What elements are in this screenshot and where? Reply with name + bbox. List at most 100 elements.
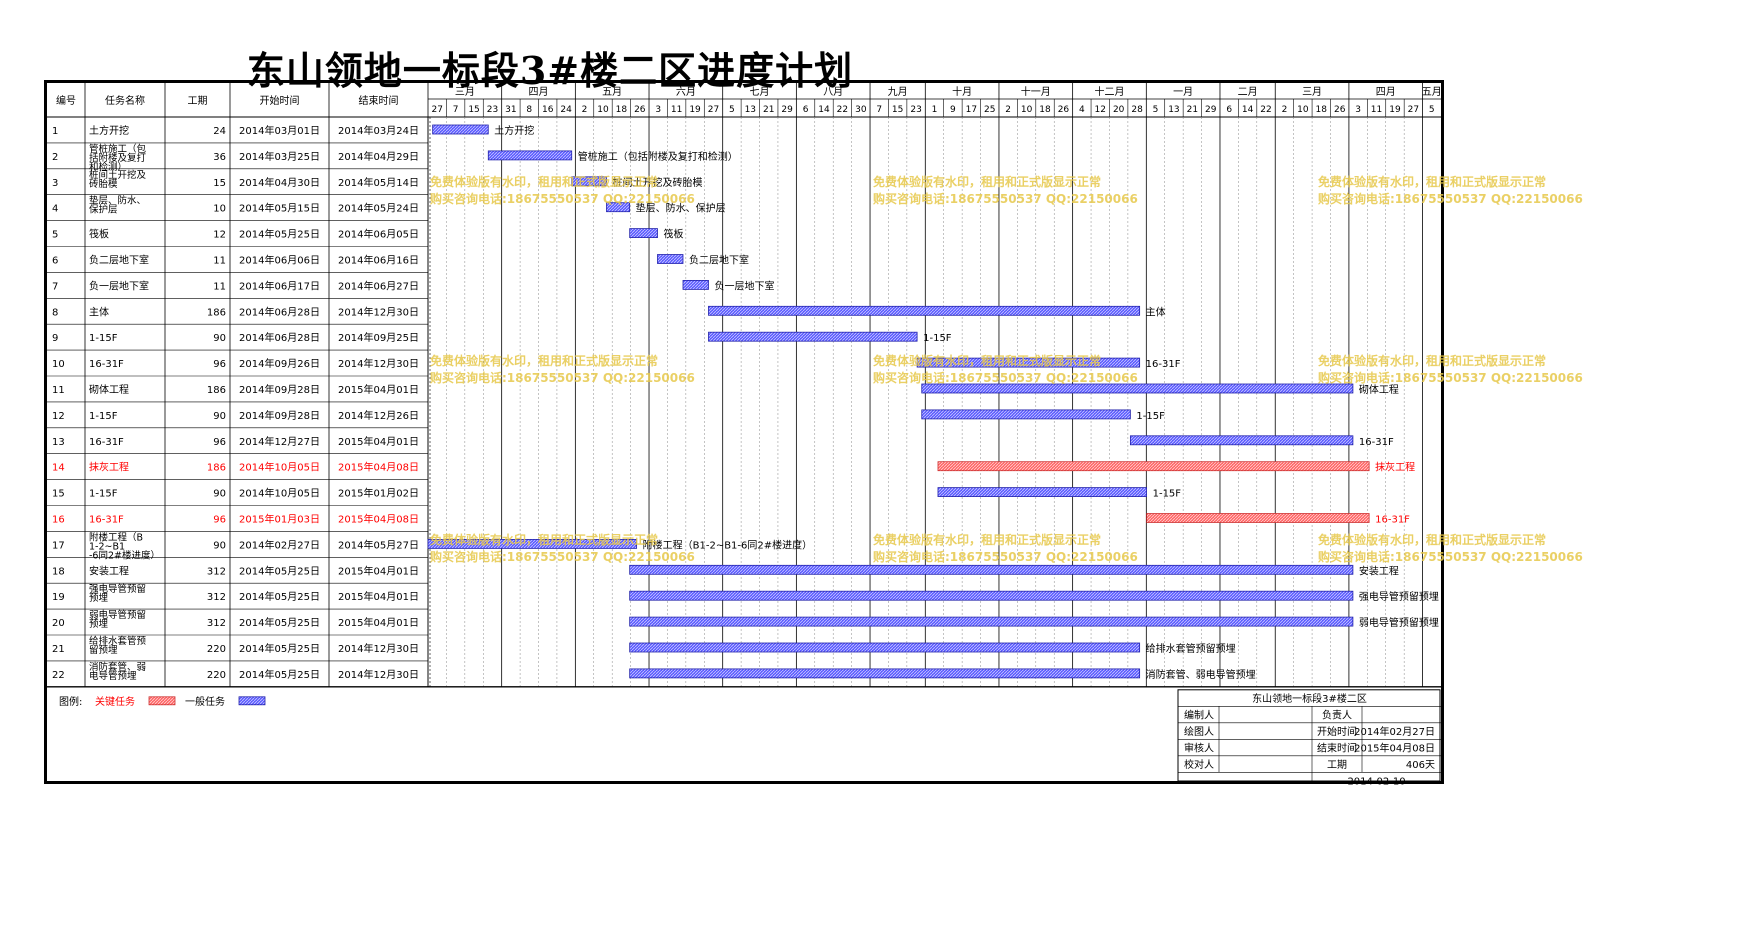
day-tick-label: 11: [671, 105, 682, 115]
task-end: 2014年06月27日: [338, 279, 419, 292]
task-name: 垫层、防水、保护层: [89, 195, 146, 216]
watermark-line2: 购买咨询电话:18675550537 QQ:22150066: [1318, 549, 1583, 564]
gantt-bar-label: 筏板: [663, 228, 683, 241]
gantt-bar-label: 砌体工程: [1359, 384, 1399, 396]
day-tick-label: 8: [526, 105, 532, 115]
gantt-bar-17: [427, 538, 638, 549]
task-duration: 96: [213, 437, 226, 448]
column-header-dur: 工期: [188, 95, 208, 107]
gantt-bar-label: 抹灰工程: [1375, 461, 1415, 474]
watermark-line1: 免费体验版有水印，租用和正式版显示正常: [873, 174, 1101, 189]
watermark-line1: 免费体验版有水印，租用和正式版显示正常: [873, 353, 1101, 368]
gantt-bar-14: [937, 461, 1370, 472]
day-tick-label: 17: [966, 105, 977, 115]
task-name: 桩间土开挖及砖胎模: [89, 169, 147, 190]
task-start: 2014年05月15日: [239, 202, 320, 215]
day-tick-label: 14: [818, 105, 830, 115]
gantt-bar-11: [921, 383, 1354, 394]
task-start: 2014年03月01日: [239, 124, 320, 137]
day-tick-label: 15: [892, 105, 903, 115]
gantt-bar-5: [629, 228, 658, 239]
gantt-bar-10: [916, 357, 1141, 368]
day-tick-label: 19: [1389, 105, 1401, 115]
info-label: 绘图人: [1184, 725, 1214, 738]
info-label: 负责人: [1322, 708, 1352, 721]
task-no: 10: [52, 359, 65, 370]
gantt-bar-8: [708, 305, 1141, 316]
task-end: 2015年01月02日: [338, 487, 419, 500]
day-tick-label: 26: [1058, 105, 1070, 115]
task-duration: 15: [213, 178, 226, 189]
day-tick-label: 18: [1316, 105, 1328, 115]
info-value: 2014年02月27日: [1354, 725, 1435, 738]
gantt-bar-1: [432, 124, 489, 135]
task-start: 2014年05月25日: [239, 590, 320, 603]
task-start: 2014年03月25日: [239, 150, 320, 163]
task-no: 13: [52, 437, 65, 448]
task-duration: 24: [213, 126, 226, 137]
task-no: 2: [52, 152, 58, 163]
task-start: 2014年05月25日: [239, 564, 320, 577]
info-date: 2014-02-10: [1347, 776, 1405, 787]
task-duration: 10: [213, 204, 226, 215]
task-duration: 90: [213, 333, 226, 344]
day-tick-label: 7: [453, 105, 459, 115]
gantt-bar-label: 土方开挖: [494, 124, 534, 137]
day-tick-label: 18: [616, 105, 628, 115]
task-name: 强电导管预留预埋: [89, 583, 146, 604]
task-start: 2014年05月25日: [239, 668, 320, 681]
legend-normal-swatch: [238, 696, 266, 706]
gantt-bar-15: [937, 487, 1148, 498]
task-duration: 312: [207, 592, 226, 603]
day-tick-label: 10: [597, 105, 609, 115]
gantt-bar-label: 管桩施工（包括附楼及复打和检测）: [578, 150, 738, 163]
task-no: 3: [52, 178, 58, 189]
gantt-bar-label: 给排水套管预留预埋: [1146, 642, 1236, 655]
task-start: 2014年04月30日: [239, 176, 320, 189]
task-duration: 186: [207, 463, 226, 474]
task-duration: 312: [207, 566, 226, 577]
day-tick-label: 1: [932, 105, 938, 115]
day-tick-label: 2: [1282, 105, 1288, 115]
day-tick-label: 25: [984, 105, 995, 115]
task-end: 2015年04月01日: [338, 564, 419, 577]
task-no: 22: [52, 670, 65, 681]
task-end: 2015年04月01日: [338, 590, 419, 603]
info-block: [1177, 689, 1441, 782]
task-duration: 312: [207, 618, 226, 629]
task-end: 2014年05月27日: [338, 538, 419, 551]
watermark-line1: 免费体验版有水印，租用和正式版显示正常: [873, 532, 1101, 547]
day-tick-label: 16: [542, 105, 554, 115]
gantt-bar-label: 安装工程: [1359, 564, 1399, 577]
task-no: 7: [52, 281, 58, 292]
day-tick-label: 2: [1005, 105, 1011, 115]
month-label: 十一月: [1021, 85, 1051, 98]
day-tick-label: 21: [1187, 105, 1198, 115]
day-tick-label: 5: [1153, 105, 1159, 115]
column-header-name: 任务名称: [105, 94, 145, 107]
watermark-line2: 购买咨询电话:18675550537 QQ:22150066: [873, 549, 1138, 564]
month-label: 二月: [1238, 86, 1258, 98]
task-no: 1: [52, 126, 58, 137]
day-tick-label: 27: [708, 105, 719, 115]
task-duration: 186: [207, 307, 226, 318]
task-no: 5: [52, 230, 58, 241]
task-start: 2015年01月03日: [239, 512, 320, 525]
task-end: 2014年05月24日: [338, 202, 419, 215]
task-start: 2014年12月27日: [239, 435, 320, 448]
day-tick-label: 21: [763, 105, 774, 115]
task-duration: 11: [213, 255, 226, 266]
day-tick-label: 30: [855, 105, 867, 115]
day-tick-label: 5: [1429, 105, 1435, 115]
task-no: 19: [52, 592, 65, 603]
day-tick-label: 27: [431, 105, 442, 115]
task-name: 抹灰工程: [89, 461, 129, 474]
gantt-bar-16: [1146, 513, 1370, 523]
day-tick-label: 10: [1297, 105, 1309, 115]
day-tick-label: 13: [1168, 105, 1179, 115]
watermark-line1: 免费体验版有水印，租用和正式版显示正常: [1318, 174, 1546, 189]
gantt-bar-label: 桩间土开挖及砖胎模: [612, 176, 702, 189]
task-end: 2014年06月05日: [338, 228, 419, 241]
gantt-bar-4: [606, 202, 631, 213]
task-duration: 220: [207, 670, 226, 681]
